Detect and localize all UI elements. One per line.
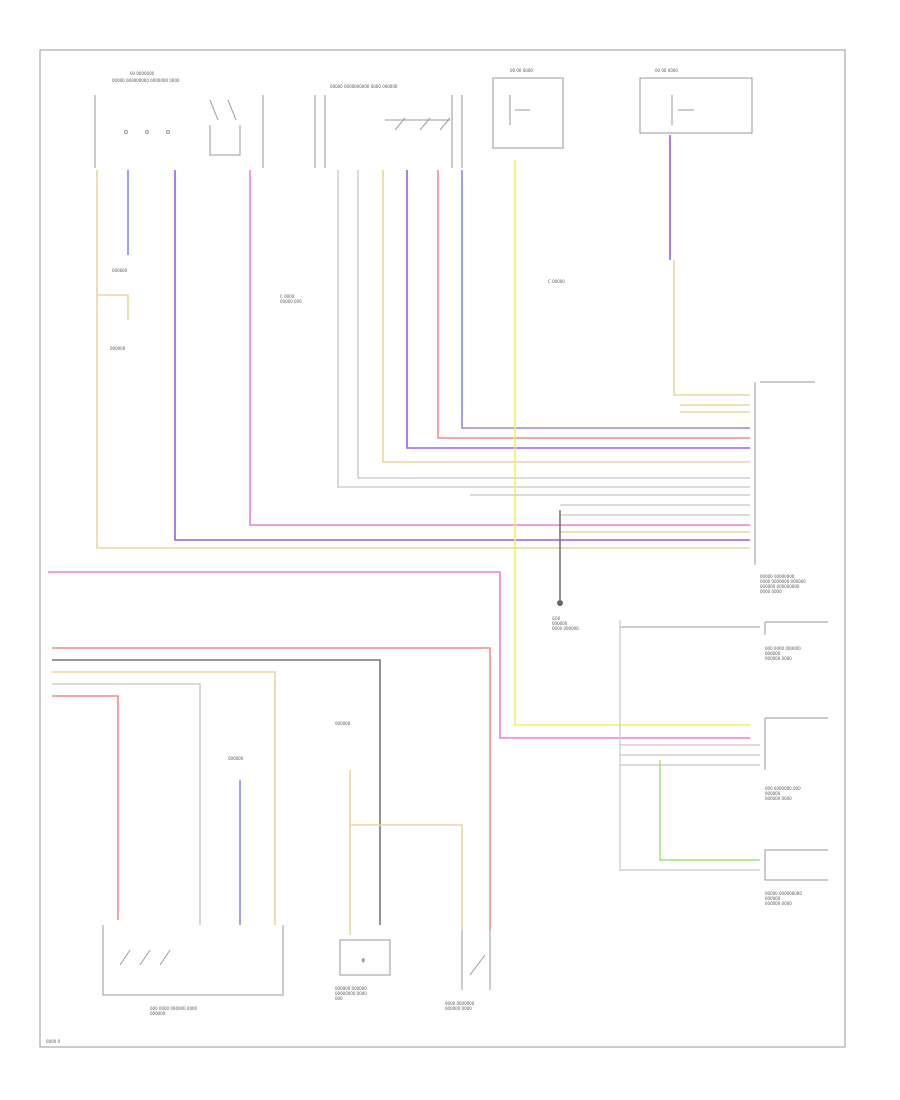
bottom-right-switch (461, 930, 491, 990)
top-left-switch-sublabel: 00000 000000000 0000000 0000 (112, 78, 180, 83)
fuse-box-1-label: 00 00 0000 (510, 68, 533, 73)
bottom-module: 0 (339, 939, 391, 976)
left-sensor (97, 294, 129, 320)
right-connector-3 (764, 849, 828, 881)
fuse-box-1 (492, 77, 564, 149)
fuse-box-2-label: 00 00 0000 (655, 68, 678, 73)
left-sensor-label: 000000 (112, 268, 128, 273)
mid-sensor-label-2: 000000 (335, 721, 351, 726)
top-wires (96, 135, 750, 726)
lower-bus (52, 647, 491, 935)
left-sensor-label-2: 000000 (110, 346, 126, 351)
mid-sensor-label: 000000 (228, 756, 244, 761)
right-connector-1 (620, 621, 828, 635)
top-middle-switch-label: 00000 0000000000 0000 000000 (330, 84, 398, 89)
right-connector-2 (764, 717, 828, 770)
top-left-switch-label: 00 0000000 (130, 71, 155, 76)
right-module (754, 381, 815, 565)
top-left-switch (94, 95, 264, 168)
page-marker: 0000 0 (46, 1039, 60, 1044)
svg-text:0: 0 (362, 958, 365, 963)
fuse-box-2 (639, 77, 753, 134)
diagram-frame (39, 49, 846, 1048)
right-wires (619, 620, 760, 871)
ground-stub (557, 510, 563, 606)
center-note: C 00000 (548, 279, 565, 284)
bottom-left-switch (102, 925, 284, 996)
top-middle-switch (314, 95, 463, 168)
cross-wires (48, 571, 750, 739)
